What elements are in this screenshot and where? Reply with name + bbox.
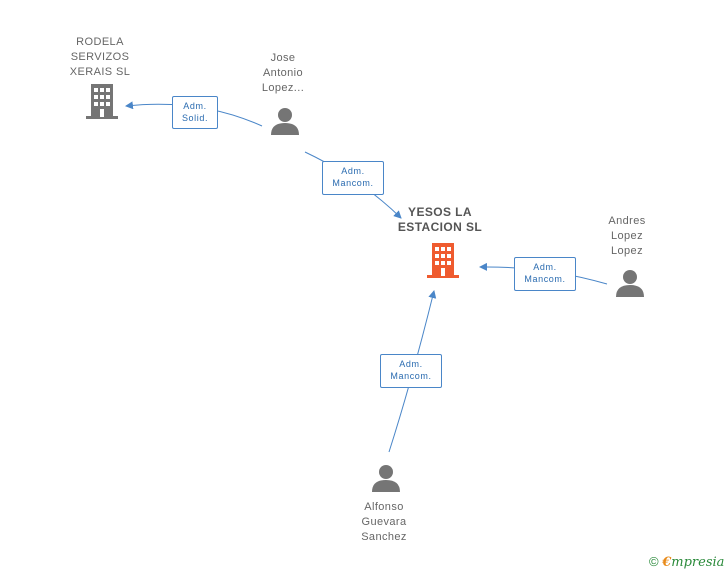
badge-line: Adm. <box>533 262 557 272</box>
person-icon <box>616 270 644 297</box>
node-label: Alfonso Guevara Sanchez <box>324 500 444 545</box>
empresia-watermark: © €mpresia <box>649 554 724 570</box>
node-label: YESOS LA ESTACION SL <box>375 205 505 235</box>
node-label: RODELA SERVIZOS XERAIS SL <box>40 35 160 80</box>
label-line: Lopez <box>611 245 643 257</box>
label-line: Alfonso <box>364 501 404 513</box>
label-line: Lopez <box>611 230 643 242</box>
person-icon <box>271 108 299 135</box>
building-icon <box>86 84 118 119</box>
label-line: SERVIZOS <box>70 51 130 63</box>
node-label: Jose Antonio Lopez... <box>223 51 343 96</box>
label-line: Lopez... <box>261 82 305 94</box>
badge-line: Mancom. <box>332 178 374 188</box>
badge-line: Adm. <box>399 359 423 369</box>
node-label: Andres Lopez Lopez <box>567 214 687 259</box>
brand-logo: €mpresia <box>662 555 724 570</box>
badge-line: Mancom. <box>524 274 566 284</box>
label-line: Antonio <box>262 67 304 79</box>
label-line: Sanchez <box>361 531 407 543</box>
badge-line: Adm. <box>341 166 365 176</box>
brand-first-letter: € <box>662 555 672 570</box>
label-line: YESOS LA <box>408 205 472 219</box>
edge-badge-adm-mancom-jose[interactable]: Adm. Mancom. <box>322 161 384 195</box>
label-line: Guevara <box>361 516 407 528</box>
badge-line: Solid. <box>181 113 209 123</box>
label-line: RODELA <box>76 36 124 48</box>
badge-line: Mancom. <box>390 371 432 381</box>
copyright-icon: © <box>649 554 659 569</box>
person-icon <box>372 465 400 492</box>
brand-rest: mpresia <box>671 555 725 570</box>
label-line: Jose <box>270 52 296 64</box>
edge-badge-adm-solid[interactable]: Adm. Solid. <box>172 96 218 129</box>
edge-badge-adm-mancom-alfonso[interactable]: Adm. Mancom. <box>380 354 442 388</box>
badge-line: Adm. <box>183 101 207 111</box>
label-line: XERAIS SL <box>69 66 131 78</box>
building-icon <box>427 243 459 278</box>
label-line: Andres <box>608 215 646 227</box>
edge-badge-adm-mancom-andres[interactable]: Adm. Mancom. <box>514 257 576 291</box>
label-line: ESTACION SL <box>397 220 483 234</box>
